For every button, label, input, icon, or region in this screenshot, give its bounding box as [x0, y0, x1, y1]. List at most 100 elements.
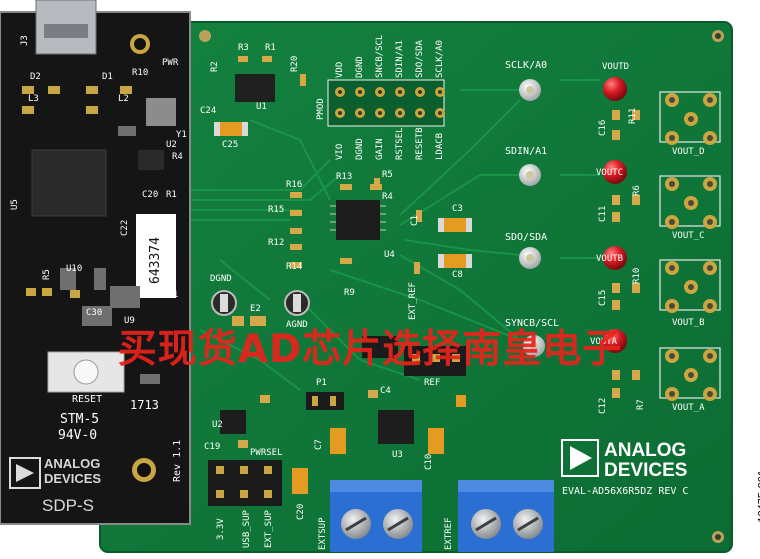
sdp-ref-u2: U2 — [166, 140, 177, 150]
sdp-ref-l3: L3 — [28, 94, 39, 104]
sdp-ref-c20: C20 — [142, 190, 159, 200]
header-bottom-label-5: LDACB — [435, 132, 445, 160]
ref-u2: U2 — [212, 420, 223, 430]
ref-c7: C7 — [314, 439, 324, 450]
tp-label-sdo: SDO/SDA — [505, 232, 548, 243]
capacitors — [214, 122, 472, 494]
ref-c25: C25 — [222, 140, 239, 150]
sdp-rev-label: Rev 1.1 — [172, 439, 183, 482]
sdp-ref-c30: C30 — [86, 308, 103, 318]
ref-c16: C16 — [598, 119, 608, 136]
tp-label-sdin: SDIN/A1 — [505, 146, 548, 157]
sdp-ref-l2: L2 — [118, 94, 129, 104]
sdp-ref-y1: Y1 — [176, 130, 187, 140]
pmod-header — [327, 79, 445, 127]
sdp-reset-label: RESET — [72, 394, 103, 405]
header-top-label-2: SNCB/SCL — [375, 34, 385, 78]
pwrsel-jumper — [208, 460, 282, 506]
sdp-ref-r1: R1 — [166, 190, 177, 200]
serial-sticker — [136, 214, 176, 298]
sdp-ref-r10: R10 — [132, 68, 149, 78]
board-brand-line1: ANALOG — [604, 440, 687, 461]
ref-r5: R5 — [382, 170, 393, 180]
ref-r15: R15 — [268, 205, 285, 215]
sdp-ref-u5: U5 — [10, 199, 20, 210]
pmod-label: PMOD — [316, 98, 326, 120]
ref-r4: R4 — [382, 192, 393, 202]
sdp-ref-r4: R4 — [172, 152, 183, 162]
vout-label-c: VOUTC — [596, 168, 624, 178]
ref-u4: U4 — [384, 250, 395, 260]
sdp-brand-line2: DEVICES — [44, 471, 102, 486]
vout-connector-label-a: VOUT_A — [672, 403, 705, 413]
tp-label-sclk: SCLK/A0 — [505, 60, 548, 71]
header-top-label-1: DGND — [355, 56, 365, 78]
ref-c20: C20 — [296, 503, 306, 520]
ref-e2: E2 — [250, 304, 261, 314]
ic-u1 — [235, 74, 275, 102]
sdp-ref-u10: U10 — [66, 264, 83, 274]
sdp-silk-line-1: 94V-0 — [58, 428, 98, 443]
pcb-traces — [190, 79, 600, 391]
header-top-label-4: SDO/SDA — [415, 40, 425, 78]
ref-r12: R12 — [268, 238, 285, 248]
eval-board — [100, 22, 732, 552]
ref-r16: R16 — [286, 180, 303, 190]
ext-ref-label: EXT_REF — [408, 282, 418, 320]
sdp-ref-d1: D1 — [102, 72, 113, 82]
ref-c1: C1 — [410, 215, 420, 226]
header-bottom-label-3: RSTSEL — [395, 127, 405, 160]
vout-connectors — [659, 91, 721, 401]
header-bottom-label-1: DGND — [355, 138, 365, 160]
ref-label: REF — [424, 378, 441, 388]
sdp-pwr-label: PWR — [162, 58, 179, 68]
sdp-part-label: SDP-S — [42, 496, 94, 515]
ref-r2: R2 — [210, 61, 220, 72]
extref-label: EXTREF — [444, 517, 454, 550]
vout-connector-label-d: VOUT_D — [672, 147, 705, 157]
vout-connector-label-c: VOUT_C — [672, 231, 705, 241]
ref-c15: C15 — [598, 289, 608, 306]
vout-label-a: VOUTA — [590, 337, 618, 347]
ref-c8: C8 — [452, 270, 463, 280]
ref-r13: R13 — [336, 172, 353, 182]
ref-c24: C24 — [200, 106, 217, 116]
pwrsel-label: PWRSEL — [250, 448, 283, 458]
white-test-points — [519, 79, 545, 357]
extsup-label: EXTSUP — [318, 517, 328, 550]
sdp-silk-line-0: STM-5 — [60, 412, 100, 427]
vout-label-b: VOUTB — [596, 254, 624, 264]
board-brand-line2: DEVICES — [604, 460, 688, 481]
adi-logo-mark-board — [561, 439, 599, 477]
header-bottom-label-0: VIO — [335, 143, 345, 160]
vout-label-d: VOUTD — [602, 62, 630, 72]
sdp-brand-line1: ANALOG — [44, 456, 101, 471]
header-top-label-0: VDD — [335, 61, 345, 78]
smd-parts — [232, 56, 640, 448]
ic-u4 — [336, 200, 380, 240]
extref-terminal — [458, 480, 554, 552]
tp-label-syncb: SYNCB/SCL — [505, 318, 560, 329]
ref-u3: U3 — [392, 450, 403, 460]
ref-r11: R11 — [628, 107, 638, 124]
extsup-terminal — [330, 480, 422, 552]
sdp-ref-r5: R5 — [42, 269, 52, 280]
ref-r1: R1 — [265, 43, 276, 53]
agnd-label: AGND — [286, 320, 308, 330]
pwr-3v3-label: 3.3V — [216, 518, 226, 540]
ic-u3 — [378, 410, 414, 444]
ref-c4: C4 — [380, 386, 391, 396]
ref-r14: R14 — [286, 262, 303, 272]
ref-r9: R9 — [344, 288, 355, 298]
ref-r3: R3 — [238, 43, 249, 53]
header-bottom-label-4: RESETB — [415, 127, 425, 160]
sdp-code: 1713 — [130, 398, 159, 412]
sdp-ref-c22: C22 — [120, 219, 130, 236]
board-model-label: EVAL-AD56X6R5DZ REV C — [562, 486, 689, 497]
ref-c3: C3 — [452, 204, 463, 214]
p1-jumper — [306, 392, 344, 410]
ref-p1: P1 — [316, 378, 327, 388]
ref-c11: C11 — [598, 205, 608, 222]
